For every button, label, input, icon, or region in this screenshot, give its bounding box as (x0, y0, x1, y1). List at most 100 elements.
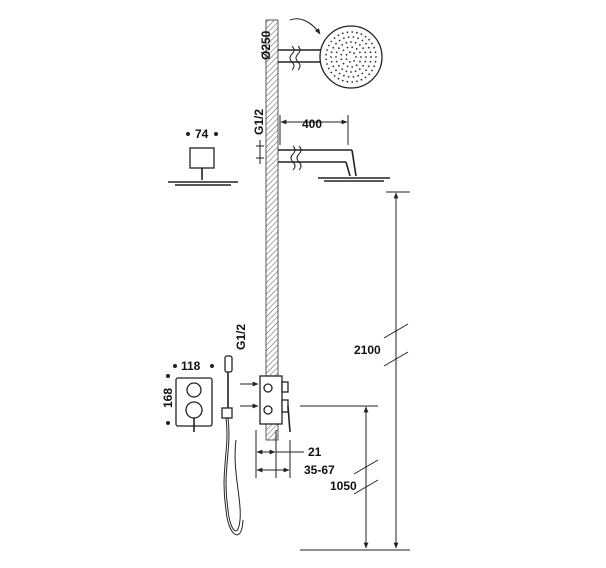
nozzle-dot (369, 51, 372, 54)
nozzle-dot (326, 63, 328, 65)
nozzle-dot (330, 60, 333, 63)
nozzle-dot (368, 38, 370, 41)
nozzle-dot (359, 51, 361, 54)
nozzle-dot (347, 36, 350, 38)
nozzle-dot (332, 65, 335, 68)
nozzle-dot (373, 65, 376, 68)
nozzle-dot (355, 47, 358, 50)
valve-side-view: 21 35-67 (240, 375, 335, 478)
arm-length-label: 400 (302, 117, 322, 131)
nozzle-dot (330, 56, 332, 58)
nozzle-dot (327, 44, 330, 47)
round-shower-head-front: Ø250 (259, 18, 383, 89)
nozzle-dot (349, 61, 351, 63)
nozzle-dot (330, 71, 333, 74)
nozzle-dot (352, 36, 355, 38)
nozzle-dot (360, 56, 362, 58)
nozzle-dot (356, 80, 358, 83)
nozzle-dot (342, 49, 345, 52)
nozzle-dot (335, 51, 338, 54)
nozzle-dot (361, 72, 364, 75)
nozzle-dot (351, 31, 354, 33)
nozzle-dot (330, 40, 333, 43)
height-1050-dimension: 1050 (300, 405, 410, 551)
height-floor-label: 1050 (330, 479, 357, 493)
nozzle-dot (375, 56, 377, 58)
nozzle-dot (351, 81, 354, 83)
nozzle-dot (325, 53, 327, 56)
nozzle-dot (338, 39, 341, 42)
nozzle-dot (333, 37, 336, 39)
nozzle-dot (338, 64, 340, 67)
nozzle-dot (355, 56, 357, 58)
nozzle-dot (370, 56, 372, 58)
nozzle-dot (358, 44, 361, 46)
shower-arm-side-view: G1/2 400 (252, 109, 390, 182)
head-diameter-label: Ø250 (259, 30, 273, 60)
nozzle-dot (346, 31, 349, 34)
nozzle-dot (325, 58, 327, 61)
nozzle-dot (346, 80, 349, 83)
nozzle-dot (354, 70, 357, 73)
nozzle-dot (335, 60, 338, 63)
shower-head-nozzles (325, 31, 377, 83)
nozzle-dot (330, 51, 333, 54)
nozzle-dot (337, 34, 340, 37)
nozzle-dot (369, 60, 372, 63)
valve-front-view: 118 168 (161, 359, 214, 432)
nozzle-dot (354, 41, 357, 44)
nozzle-dot (347, 76, 350, 78)
nozzle-dot (332, 46, 335, 49)
nozzle-dot (345, 58, 348, 61)
nozzle-dot (374, 60, 377, 63)
nozzle-dot (343, 74, 345, 77)
nozzle-dot (371, 69, 373, 72)
nozzle-dot (365, 56, 367, 58)
nozzle-dot (346, 65, 349, 68)
nozzle-dot (353, 52, 355, 54)
valve-depth-b-label: 35-67 (304, 463, 335, 477)
nozzle-dot (373, 46, 376, 49)
nozzle-dot (361, 39, 364, 42)
nozzle-dot (351, 46, 354, 48)
nozzle-dot (345, 70, 348, 73)
nozzle-dot (359, 60, 361, 63)
nozzle-dot (374, 51, 377, 54)
nozzle-dot (326, 49, 328, 51)
nozzle-dot (343, 37, 345, 40)
nozzle-dot (362, 47, 364, 50)
height-2100-dimension: 2100 (354, 191, 410, 549)
hand-thread-label: G1/2 (234, 324, 248, 350)
nozzle-dot (356, 31, 358, 34)
nozzle-dot (352, 76, 355, 78)
nozzle-dot (338, 72, 341, 75)
nozzle-dot (340, 53, 343, 56)
nozzle-dot (350, 71, 352, 73)
nozzle-dot (349, 51, 351, 53)
nozzle-dot (346, 46, 349, 49)
nozzle-dot (355, 64, 358, 67)
head-width-label: 74 (195, 127, 209, 141)
nozzle-dot (341, 44, 344, 46)
nozzle-dot (362, 64, 364, 67)
nozzle-dot (351, 66, 354, 68)
nozzle-dot (345, 41, 348, 44)
nozzle-dot (357, 74, 359, 77)
nozzle-dot (340, 58, 343, 61)
nozzle-dot (364, 60, 367, 63)
nozzle-dot (357, 37, 359, 40)
nozzle-dot (358, 68, 361, 70)
arm-thread-label: G1/2 (252, 109, 266, 135)
nozzle-dot (367, 65, 370, 68)
nozzle-dot (341, 32, 344, 35)
nozzle-dot (364, 51, 367, 54)
nozzle-dot (360, 78, 363, 81)
nozzle-dot (364, 76, 367, 79)
shower-head-side-view: 74 (168, 127, 238, 186)
nozzle-dot (333, 75, 336, 77)
nozzle-dot (341, 79, 344, 82)
nozzle-dot (365, 42, 367, 45)
wall-section (265, 19, 279, 441)
nozzle-dot (364, 35, 367, 38)
